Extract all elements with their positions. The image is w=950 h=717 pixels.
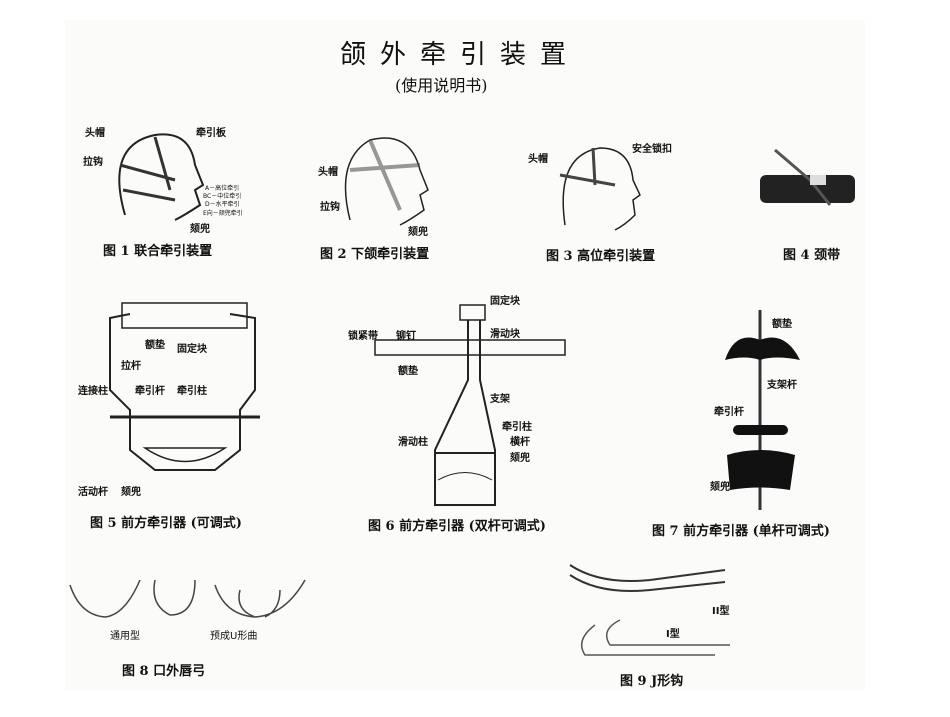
fig5-label-traction-rod: 牵引杆 (135, 386, 165, 397)
fig1-legend-a: A－高位牵引 (205, 185, 240, 192)
figure-4-neck-strap (760, 148, 855, 206)
figure-5-drawing (109, 302, 260, 471)
figure-2-drawing (344, 137, 429, 226)
fig4-caption: 图 4 颈带 (783, 248, 841, 263)
fig6-label-chincup: 颏兜 (510, 453, 530, 464)
figure-8-drawing (69, 579, 306, 618)
fig1-label-headcap: 头帽 (85, 128, 105, 139)
fig8-label-u-loop: 预成U形曲 (210, 631, 258, 642)
fig6-label-traction-post: 牵引柱 (502, 422, 532, 433)
fig3-label-headcap: 头帽 (528, 154, 548, 165)
fig9-label-type-2: II型 (712, 606, 730, 617)
fig6-caption: 图 6 前方牵引器 (双杆可调式) (368, 519, 546, 534)
fig5-label-fixing-block: 固定块 (177, 344, 207, 355)
fig5-label-movable-rod: 活动杆 (78, 487, 108, 498)
fig5-label-traction-post: 牵引柱 (177, 386, 207, 397)
document-subtitle: (使用说明书) (395, 76, 488, 95)
fig1-label-traction-plate: 牵引板 (196, 128, 226, 139)
fig7-label-traction-rod: 牵引杆 (714, 407, 744, 418)
fig9-label-type-1: I型 (666, 629, 680, 640)
figure-7-drawing (725, 310, 800, 510)
fig2-label-headcap: 头帽 (318, 167, 338, 178)
document-title: 颌外牵引装置 (340, 40, 581, 70)
figure-1-drawing (118, 133, 205, 221)
fig6-label-forehead-pad: 额垫 (398, 366, 418, 377)
fig9-caption: 图 9 J形钩 (620, 674, 684, 689)
fig7-label-forehead-pad: 额垫 (772, 319, 792, 330)
fig6-label-sliding-block: 滑动块 (490, 329, 520, 340)
fig7-label-chincup: 颏兜 (710, 482, 730, 493)
fig3-caption: 图 3 高位牵引装置 (546, 249, 656, 264)
fig2-label-chincup: 颏兜 (408, 227, 428, 238)
fig8-caption: 图 8 口外唇弓 (122, 664, 206, 679)
fig1-legend-e: E向－颏兜牵引 (203, 210, 243, 217)
fig3-label-safety-lock: 安全锁扣 (632, 144, 672, 155)
fig7-label-frame-rod: 支架杆 (767, 380, 797, 391)
fig5-label-pull-rod: 拉杆 (121, 361, 141, 372)
fig2-caption: 图 2 下颌牵引装置 (320, 247, 430, 262)
figure-6-drawing (374, 304, 566, 506)
fig6-label-rivet: 铆钉 (396, 331, 416, 342)
figure-9-drawing (569, 564, 730, 656)
fig7-caption: 图 7 前方牵引器 (单杆可调式) (652, 524, 830, 539)
fig5-label-chincup: 颏兜 (121, 487, 141, 498)
fig5-label-forehead-pad: 额垫 (145, 340, 165, 351)
fig6-label-frame: 支架 (490, 394, 510, 405)
fig1-label-hook: 拉钩 (83, 157, 103, 168)
fig6-label-sliding-post: 滑动柱 (398, 437, 428, 448)
fig1-label-chincup: 颏兜 (190, 224, 210, 235)
fig1-legend-d: D－水平牵引 (205, 201, 240, 208)
fig5-label-connecting-post: 连接柱 (78, 386, 108, 397)
fig2-label-hook: 拉钩 (320, 202, 340, 213)
fig6-label-fixing-block: 固定块 (490, 296, 520, 307)
figure-3-drawing (559, 147, 641, 231)
fig6-label-locking-strap: 锁紧带 (348, 331, 378, 342)
fig1-legend-bc: BC－中位牵引 (203, 193, 242, 200)
fig6-label-crossbar: 横杆 (510, 437, 530, 448)
fig1-caption: 图 1 联合牵引装置 (103, 244, 213, 259)
fig5-caption: 图 5 前方牵引器 (可调式) (90, 516, 242, 531)
fig8-label-general: 通用型 (110, 631, 140, 642)
